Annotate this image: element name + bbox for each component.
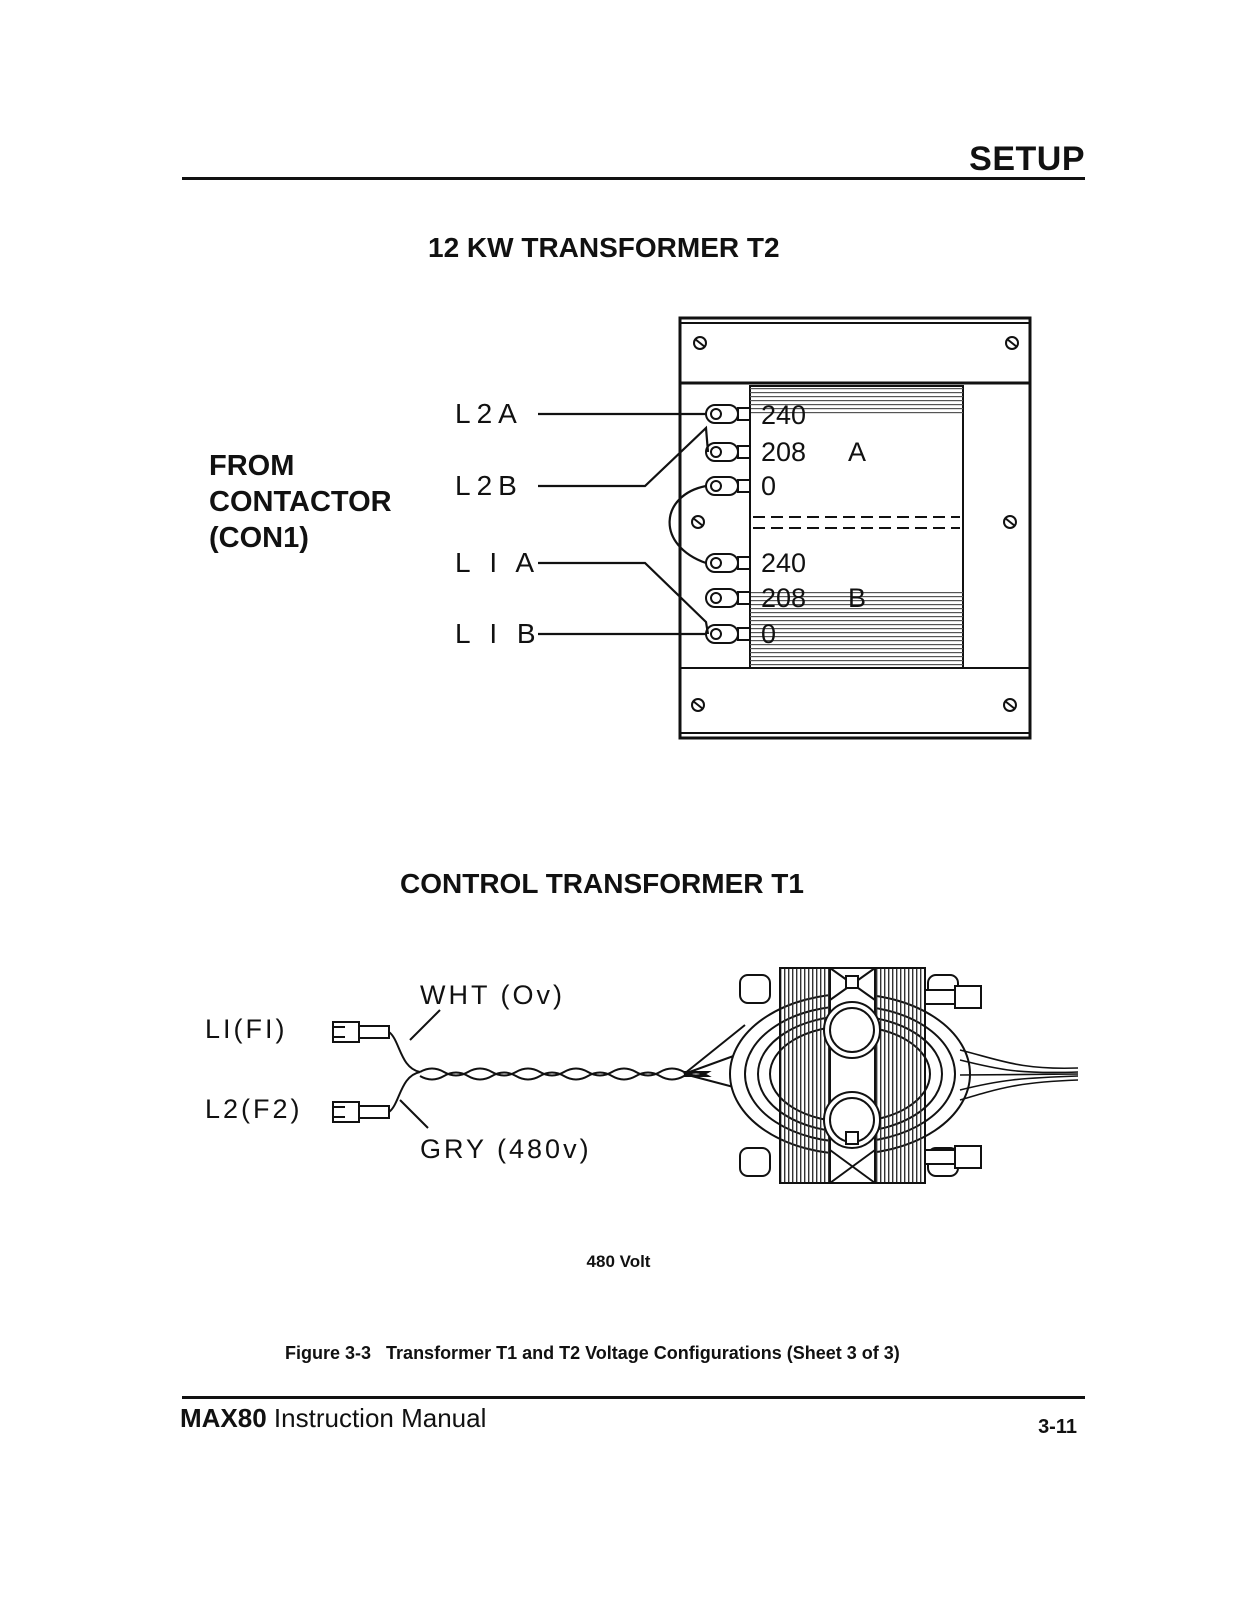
section-title: SETUP xyxy=(969,140,1085,178)
ring-terminal-icon xyxy=(705,404,751,644)
page-number: 3-11 xyxy=(1038,1416,1077,1438)
manual-suffix: Instruction Manual xyxy=(266,1403,487,1433)
tap-b-240: 240 xyxy=(761,548,807,578)
figure-caption-text: Transformer T1 and T2 Voltage Configurat… xyxy=(386,1343,900,1363)
tap-b-0: 0 xyxy=(761,619,777,649)
t1-right-leads xyxy=(959,1049,1079,1101)
lead-1-label: LI(FI) xyxy=(205,1014,288,1044)
wire-label-l1b: L I B xyxy=(455,618,542,649)
lead-2-label: L2(F2) xyxy=(205,1094,303,1124)
manual-title: MAX80 Instruction Manual xyxy=(180,1403,486,1434)
t1-title: CONTROL TRANSFORMER T1 xyxy=(400,868,804,899)
manual-name: MAX80 xyxy=(180,1403,267,1433)
from-line-2: CONTACTOR xyxy=(209,486,392,518)
wire-label-l2a: L2A xyxy=(455,398,523,429)
tap-a-240: 240 xyxy=(761,400,807,430)
wire-label-l2b: L2B xyxy=(455,470,523,501)
t1-leads xyxy=(388,1009,751,1129)
from-line-1: FROM xyxy=(209,450,295,482)
from-contactor-label: FROM CONTACTOR (CON1) xyxy=(209,448,392,556)
figure-number: Figure 3-3 xyxy=(285,1343,372,1363)
header-rule xyxy=(182,177,1085,180)
winding-a-label: A xyxy=(848,437,867,467)
figure-caption: Figure 3-3 Transformer T1 and T2 Voltage… xyxy=(285,1343,900,1364)
t2-coil xyxy=(749,385,964,669)
from-line-3: (CON1) xyxy=(209,522,309,554)
gry-lead-label: GRY (480v) xyxy=(420,1134,592,1164)
t1-body xyxy=(729,967,971,1184)
tap-a-0: 0 xyxy=(761,471,777,501)
wht-lead-label: WHT (Ov) xyxy=(420,980,565,1010)
screw-icon xyxy=(691,336,1019,712)
t2-wires xyxy=(538,412,710,636)
voltage-caption: 480 Volt xyxy=(586,1252,651,1271)
tap-a-208: 208 xyxy=(761,437,807,467)
footer-rule xyxy=(182,1396,1085,1399)
wire-label-l1a: L I A xyxy=(455,547,541,578)
spade-connector-icon xyxy=(332,1021,390,1123)
t2-title: 12 KW TRANSFORMER T2 xyxy=(428,232,780,263)
winding-b-label: B xyxy=(848,583,867,613)
spade-connector-icon xyxy=(924,985,982,1169)
tap-b-208: 208 xyxy=(761,583,807,613)
